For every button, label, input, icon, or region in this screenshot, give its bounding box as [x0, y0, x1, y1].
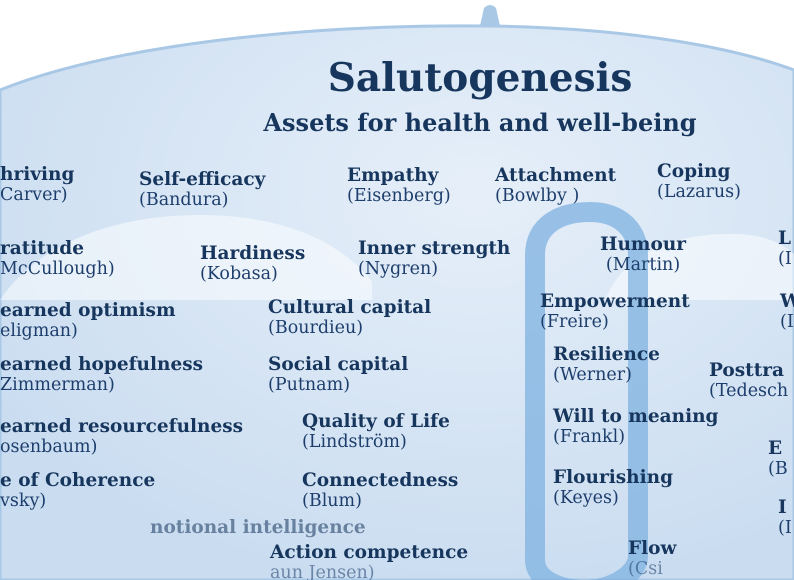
concept-author: (Kobasa) — [200, 264, 278, 285]
diagram-title: Salutogenesis — [327, 55, 633, 101]
concept-author: (Martin) — [605, 255, 681, 276]
concept-humour: Humour (Martin) — [600, 234, 686, 275]
concept-author: (Tedesch — [709, 381, 789, 402]
concept-author: Zimmerman) — [0, 375, 115, 396]
concept-name: notional intelligence — [150, 517, 366, 538]
concept-author: (Csi — [628, 559, 663, 580]
concept-author: (Frankl) — [553, 427, 626, 448]
diagram-subtitle: Assets for health and well-being — [263, 108, 697, 137]
concept-name: W — [780, 291, 794, 312]
concept-name: Empathy — [347, 165, 439, 186]
concept-social-capital: Social capital (Putnam) — [268, 354, 408, 395]
concept-author: (Putnam) — [268, 375, 351, 396]
umbrella-handle — [525, 554, 648, 580]
concept-name: Resilience — [553, 344, 660, 365]
umbrella-tip — [480, 5, 500, 26]
concept-name: Hardiness — [200, 243, 306, 264]
concept-quality-of-life: Quality of Life (Lindström) — [302, 411, 450, 452]
concept-author: (Bandura) — [139, 190, 229, 211]
concept-name: Connectedness — [302, 470, 459, 491]
concept-author: osenbaum) — [0, 437, 98, 458]
concept-author: (I — [780, 312, 794, 333]
concept-action-competence: Action competence aun Jensen) — [270, 542, 468, 580]
concept-name: earned optimism — [0, 300, 176, 321]
concept-coping: Coping (Lazarus) — [657, 161, 741, 202]
concept-name: Cultural capital — [268, 297, 432, 318]
concept-name: Posttra — [709, 360, 784, 381]
concept-name: Empowerment — [540, 291, 690, 312]
concept-cut-w: W (I — [780, 291, 794, 332]
concept-cut-i: I (I — [778, 497, 792, 538]
concept-author: (Blum) — [302, 491, 362, 512]
concept-name: Flourishing — [553, 467, 674, 488]
concept-author: eligman) — [0, 321, 78, 342]
concept-name: Coping — [657, 161, 731, 182]
umbrella-scallop-left — [0, 215, 372, 300]
concept-name: E — [768, 438, 783, 459]
concept-author: aun Jensen) — [270, 563, 375, 580]
concept-author: (Bowlby ) — [495, 186, 580, 207]
concept-connectedness: Connectedness (Blum) — [302, 470, 458, 511]
concept-author: (B — [768, 459, 788, 480]
concept-author: (Lindström) — [302, 432, 407, 453]
concept-flourishing: Flourishing (Keyes) — [553, 467, 673, 508]
concept-resilience: Resilience (Werner) — [553, 344, 660, 385]
concept-learned-resourcefulness: earned resourcefulness osenbaum) — [0, 416, 243, 457]
concept-name: ratitude — [0, 238, 85, 259]
concept-author: (I — [778, 249, 792, 270]
concept-empathy: Empathy (Eisenberg) — [347, 165, 451, 206]
concept-name: Flow — [628, 538, 677, 559]
concept-empowerment: Empowerment (Freire) — [540, 291, 690, 332]
concept-name: Attachment — [495, 165, 617, 186]
concept-author: (Nygren) — [358, 259, 439, 280]
concept-attachment: Attachment (Bowlby ) — [495, 165, 616, 206]
concept-learned-optimism: earned optimism eligman) — [0, 300, 176, 341]
concept-cut-l: L (I — [778, 228, 792, 269]
concept-author: (Werner) — [553, 365, 632, 386]
concept-name: Self-efficacy — [139, 169, 266, 190]
concept-name: Inner strength — [358, 238, 511, 259]
concept-author: (Freire) — [540, 312, 609, 333]
concept-sense-of-coherence: e of Coherence vsky) — [0, 470, 155, 511]
concept-name: e of Coherence — [0, 470, 156, 491]
concept-author: vsky) — [0, 491, 47, 512]
concept-learned-hopefulness: earned hopefulness Zimmerman) — [0, 354, 203, 395]
concept-gratitude: ratitude McCullough) — [0, 238, 115, 279]
concept-author: (Lazarus) — [657, 182, 741, 203]
concept-author: Carver) — [0, 185, 68, 206]
concept-cut-e: E (B — [768, 438, 788, 479]
concept-name: Social capital — [268, 354, 409, 375]
umbrella-shaft — [525, 201, 648, 560]
concept-name: Action competence — [270, 542, 469, 563]
concept-flow: Flow (Csi — [628, 538, 676, 579]
concept-name: Humour — [600, 234, 687, 255]
concept-name: earned resourcefulness — [0, 416, 244, 437]
concept-author: (Eisenberg) — [347, 186, 451, 207]
concept-author: McCullough) — [0, 259, 115, 280]
concept-hardiness: Hardiness (Kobasa) — [200, 243, 305, 284]
concept-name: I — [778, 497, 787, 518]
concept-cultural-capital: Cultural capital (Bourdieu) — [268, 297, 431, 338]
concept-name: Will to meaning — [553, 406, 719, 427]
concept-author: (I — [778, 518, 792, 539]
concept-posttraumatic-growth: Posttra (Tedesch — [709, 360, 788, 401]
concept-name: hriving — [0, 164, 75, 185]
concept-name: L — [778, 228, 792, 249]
concept-name: Quality of Life — [302, 411, 450, 432]
concept-name: earned hopefulness — [0, 354, 204, 375]
umbrella-scallop-right — [605, 233, 794, 300]
concept-author: (Keyes) — [553, 488, 619, 509]
concept-inner-strength: Inner strength (Nygren) — [358, 238, 510, 279]
concept-thriving: hriving Carver) — [0, 164, 74, 205]
concept-self-efficacy: Self-efficacy (Bandura) — [139, 169, 265, 210]
concept-author: (Bourdieu) — [268, 318, 364, 339]
concept-emotional-intelligence: notional intelligence — [150, 517, 366, 538]
concept-will-to-meaning: Will to meaning (Frankl) — [553, 406, 719, 447]
